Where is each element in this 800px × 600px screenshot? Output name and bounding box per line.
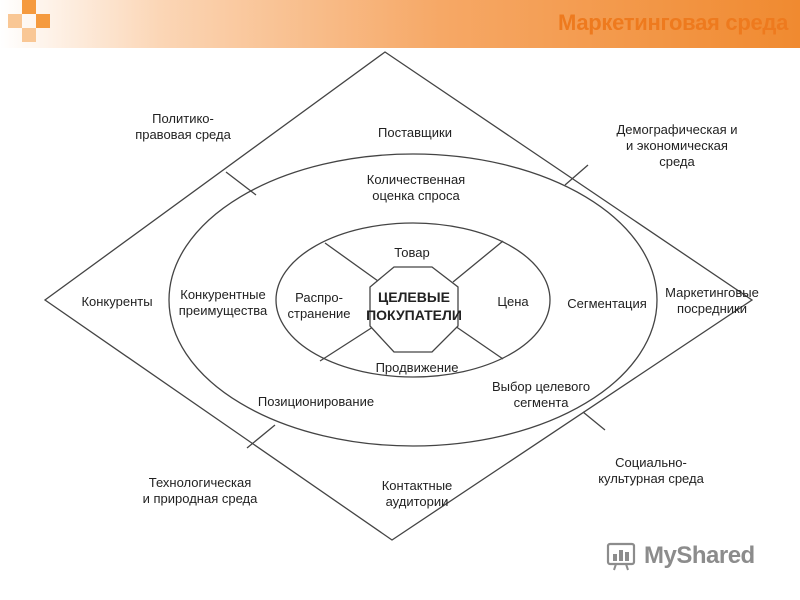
page-title: Маркетинговая среда [558,10,788,35]
outer-right-label: Маркетинговые посредники [665,285,759,316]
corner-top-right-label: Демографическая и и экономическая среда [616,122,738,169]
outer-diamond [43,51,754,541]
middle-bottom-right-label: Выбор целевого сегмента [491,379,591,410]
inner-top-label: Товар [394,245,430,260]
corner-divider [246,424,276,449]
corner-divider [582,411,606,431]
inner-right-label: Цена [497,294,529,309]
middle-right-label: Сегментация [567,296,647,311]
watermark-logo: MyShared [606,538,776,574]
inner-divider [452,240,504,283]
corner-divider [564,164,589,186]
outer-left-label: Конкуренты [81,294,153,309]
inner-ellipse [275,222,551,378]
middle-top-label: Количественная оценка спроса [366,172,466,203]
bar-chart-icon [606,542,636,571]
middle-ellipse [168,153,658,447]
outer-top-label: Поставщики [378,125,452,140]
center-octagon [369,266,459,353]
watermark-text: MyShared [644,542,755,569]
corner-divider [225,171,257,196]
inner-left-label: Распро- странение [287,290,351,321]
middle-bottom-left-label: Позиционирование [257,394,375,409]
header-decoration [8,14,22,28]
center-label: ЦЕЛЕВЫЕ ПОКУПАТЕЛИ [366,289,462,323]
header-decoration [36,14,50,28]
header-decoration [22,28,36,42]
corner-bottom-right-label: Социально- культурная среда [598,455,704,486]
inner-divider [324,242,379,282]
header-decoration [22,0,36,14]
corner-bottom-left-label: Технологическая и природная среда [142,475,258,506]
header-bar [0,0,800,48]
outer-bottom-label: Контактные аудитории [381,478,453,509]
inner-divider [319,324,377,362]
inner-divider [454,325,504,360]
middle-left-label: Конкурентные преимущества [178,287,268,318]
corner-top-left-label: Политико- правовая среда [135,111,231,142]
inner-bottom-label: Продвижение [375,360,459,375]
